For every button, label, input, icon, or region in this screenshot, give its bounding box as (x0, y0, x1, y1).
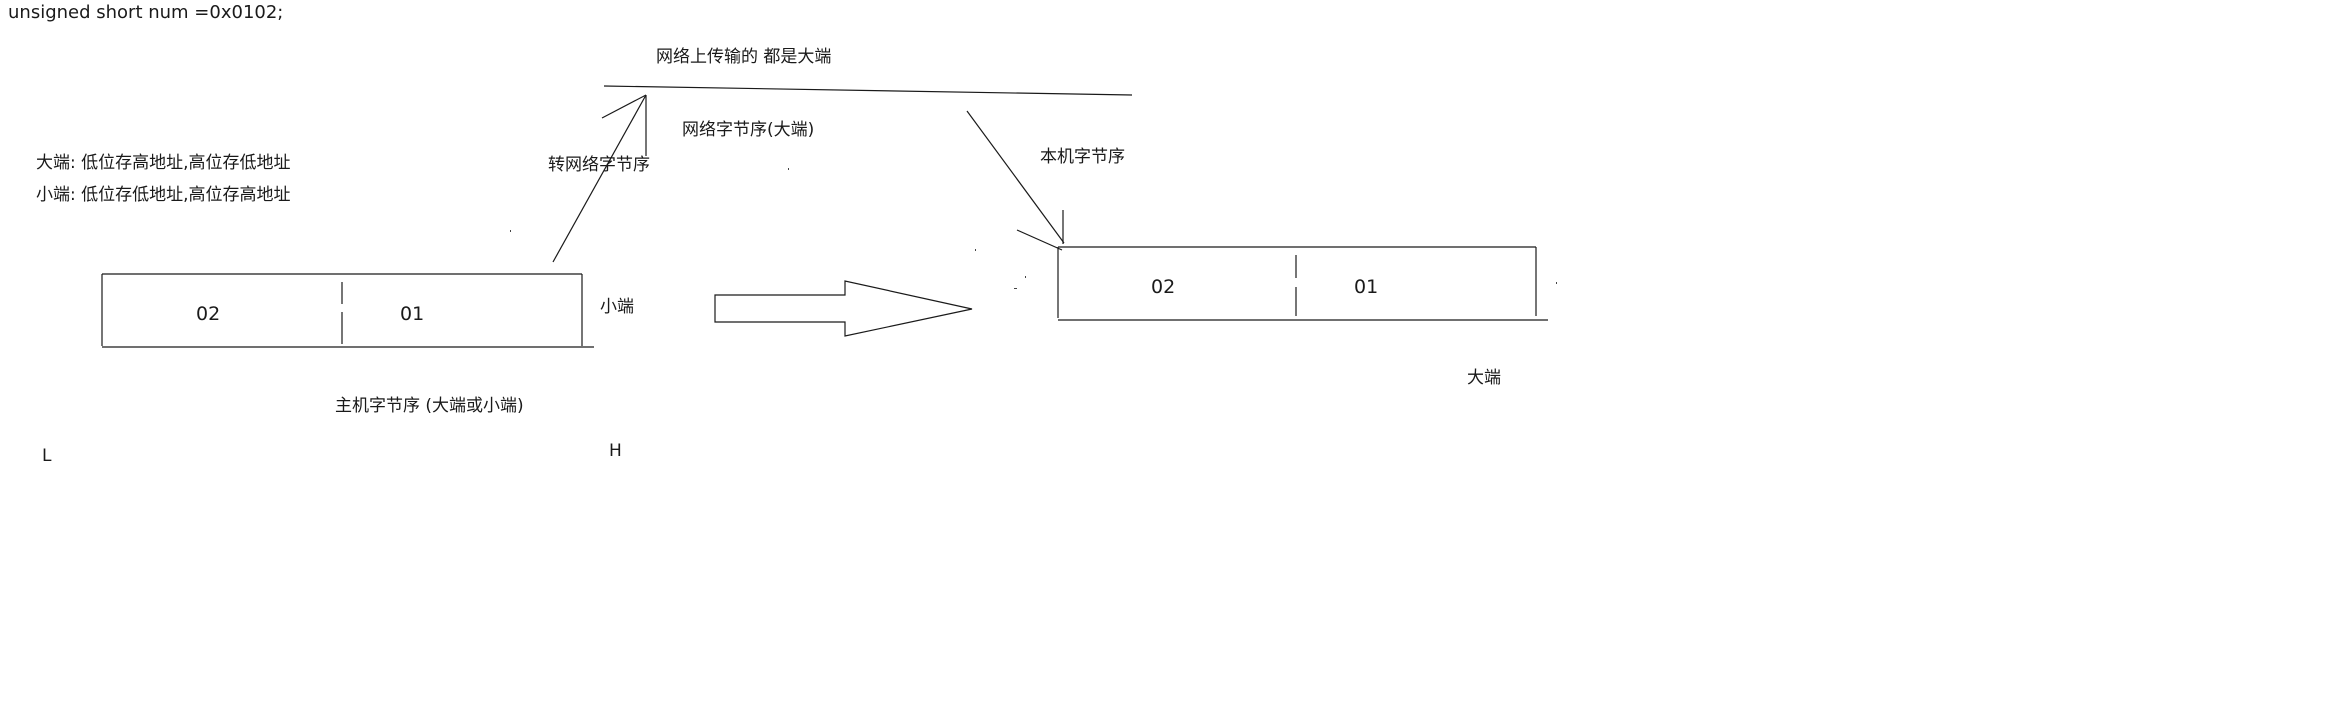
network-byte-order-label: 网络字节序(大端) (682, 120, 815, 140)
network-endian-label: 大端 (1467, 368, 1501, 388)
host-memory-block (101, 273, 594, 348)
stray-mark (510, 230, 511, 232)
stray-mark (788, 168, 789, 170)
low-address-marker: L (42, 446, 52, 466)
little-endian-definition: 小端: 低位存低地址,高位存高地址 (36, 185, 291, 205)
stray-mark (1025, 276, 1026, 278)
to-network-arrowhead-left (601, 94, 647, 119)
to-host-label: 本机字节序 (1040, 147, 1125, 167)
high-address-marker: H (609, 441, 622, 461)
host-endian-label: 小端 (600, 297, 634, 317)
host-cell-low: 02 (196, 303, 221, 325)
conversion-arrow (714, 280, 973, 337)
stray-mark (1556, 282, 1557, 284)
stray-mark (975, 249, 976, 251)
to-host-arrow (966, 110, 1065, 244)
to-host-arrowhead-slant (1016, 229, 1063, 251)
network-line (603, 85, 1133, 96)
stray-mark (1014, 288, 1017, 289)
diagram-canvas (101, 85, 1548, 348)
to-network-label: 转网络字节序 (548, 155, 650, 175)
network-memory-block (1057, 246, 1548, 321)
network-cell-low: 02 (1151, 276, 1176, 298)
host-cell-high: 01 (400, 303, 425, 325)
network-note: 网络上传输的 都是大端 (656, 47, 832, 67)
network-cell-high: 01 (1354, 276, 1379, 298)
to-network-arrow (552, 94, 647, 263)
code-line: unsigned short num =0x0102; (8, 2, 284, 23)
big-endian-definition: 大端: 低位存高地址,高位存低地址 (36, 153, 291, 173)
host-byte-order-caption: 主机字节序 (大端或小端) (335, 396, 524, 416)
